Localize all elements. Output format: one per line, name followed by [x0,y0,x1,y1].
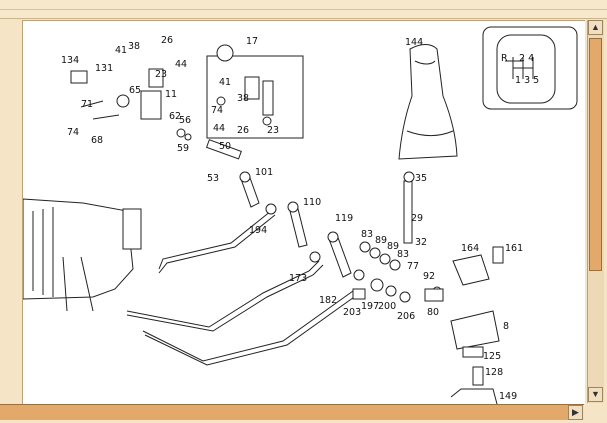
label-182: 182 [319,295,337,306]
label-200: 200 [378,301,396,312]
label-41: 41 [115,45,127,56]
label-44: 44 [175,59,187,70]
label-26: 26 [161,35,173,46]
label-74: 74 [67,127,79,138]
label-44b: 44 [213,123,225,134]
label-119: 119 [335,213,353,224]
label-41b: 41 [219,77,231,88]
label-131: 131 [95,63,113,74]
label-149: 149 [499,391,517,402]
shift-rods [126,203,365,366]
label-203: 203 [343,307,361,318]
gate-r: R [501,53,508,64]
levers [239,171,352,278]
parts-diagram-viewport[interactable]: R 2 4 1 3 5 [22,20,585,404]
label-194: 194 [249,225,267,236]
vertical-scrollbar[interactable]: ▲ ▼ [587,20,604,403]
label-32: 32 [415,237,427,248]
label-110: 110 [303,197,321,208]
label-59: 59 [177,143,189,154]
label-83b: 83 [397,249,409,260]
label-56: 56 [179,115,191,126]
gate-top: 2 4 [519,53,534,64]
label-53: 53 [207,173,219,184]
label-83: 83 [361,229,373,240]
label-11: 11 [165,89,177,100]
shift-lever-stack [352,171,415,303]
label-71: 71 [81,99,93,110]
label-80: 80 [427,307,439,318]
label-134: 134 [61,55,79,66]
label-74b: 74 [211,105,223,116]
part-labels: 17 144 41 38 26 44 23 134 131 65 11 62 5… [61,35,523,402]
parts-diagram: R 2 4 1 3 5 [23,26,578,404]
label-197: 197 [361,301,379,312]
label-206: 206 [397,311,415,322]
label-23b: 23 [267,125,279,136]
label-29: 29 [411,213,423,224]
horizontal-scrollbar[interactable]: ▶ [0,404,584,420]
gate-bottom: 1 3 5 [515,75,539,86]
label-173: 173 [289,273,307,284]
title-bar [0,0,607,19]
label-23: 23 [155,69,167,80]
triangle-right-icon[interactable]: ▶ [568,405,583,420]
label-77: 77 [407,261,419,272]
label-62: 62 [169,111,181,122]
label-125: 125 [483,351,501,362]
triangle-up-icon[interactable]: ▲ [588,20,603,35]
gear-knob [398,44,458,160]
label-68: 68 [91,135,103,146]
label-50: 50 [219,141,231,152]
label-65: 65 [129,85,141,96]
label-92: 92 [423,271,435,282]
triangle-down-icon[interactable]: ▼ [588,387,603,402]
selector-assembly [424,246,504,404]
label-164: 164 [461,243,479,254]
vertical-scroll-thumb[interactable] [589,38,602,271]
label-35: 35 [415,173,427,184]
label-17: 17 [246,36,258,47]
shift-housing-cluster [70,68,242,160]
transmission [23,198,142,312]
label-8: 8 [503,321,509,332]
shift-gate: R 2 4 1 3 5 [482,26,578,110]
inset-assembly-17 [206,44,304,139]
label-89: 89 [375,235,387,246]
label-38b: 38 [237,93,249,104]
label-89b: 89 [387,241,399,252]
label-128: 128 [485,367,503,378]
label-161: 161 [505,243,523,254]
label-38: 38 [128,41,140,52]
label-101: 101 [255,167,273,178]
label-144: 144 [405,37,423,48]
label-26b: 26 [237,125,249,136]
